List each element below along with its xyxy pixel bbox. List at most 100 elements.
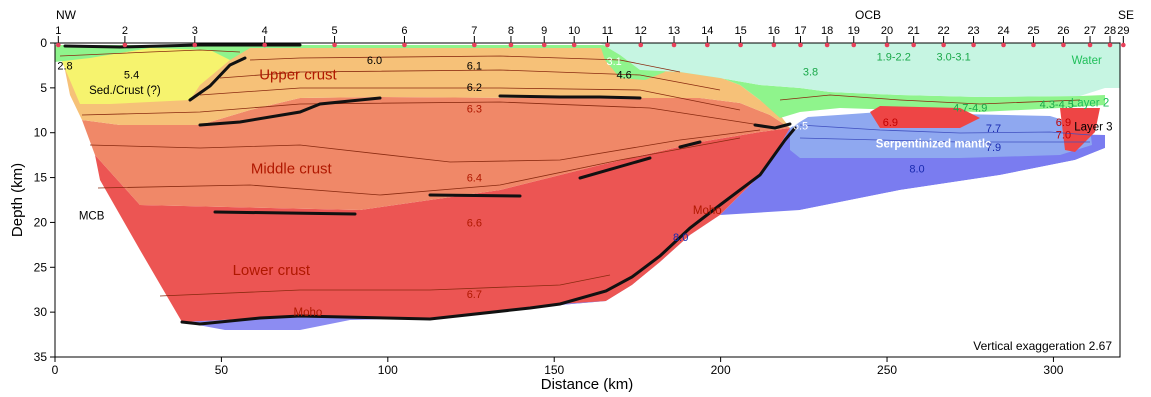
station-label: 20 <box>881 25 893 37</box>
y-tick-label: 5 <box>40 81 47 95</box>
station-label: 12 <box>635 25 647 37</box>
station-marker <box>1121 42 1126 48</box>
velocity-label: 6.0 <box>367 55 382 67</box>
station-marker <box>1087 42 1093 48</box>
velocity-label: 6.9 <box>1056 117 1071 129</box>
reflector-6.3b <box>498 94 642 100</box>
velocity-label: 6.7 <box>467 289 482 301</box>
middle-crust-region <box>82 97 790 210</box>
y-axis-label: Depth (km) <box>9 163 26 237</box>
station-label: 10 <box>568 25 580 37</box>
station-label: 23 <box>967 25 979 37</box>
station-marker <box>705 42 710 48</box>
reflector-mid2 <box>578 156 652 180</box>
layer3-red-lens <box>870 106 980 128</box>
station-label: 17 <box>794 25 806 37</box>
station-label: 8 <box>508 25 514 37</box>
station-marker <box>971 42 976 48</box>
velocity-label: 3.0-3.1 <box>936 51 970 63</box>
x-axis-label: Distance (km) <box>541 376 634 393</box>
velocity-label: 6.6 <box>467 217 482 229</box>
x-tick-label: 0 <box>52 363 59 377</box>
station-label: 19 <box>848 25 860 37</box>
velocity-label: 4.7-4.9 <box>953 103 987 115</box>
station-marker <box>824 42 830 48</box>
contour-6.1 <box>219 69 721 91</box>
station-marker <box>605 42 610 48</box>
contour-serp-2 <box>799 137 1090 143</box>
station-marker <box>1107 42 1113 48</box>
station-marker <box>122 42 128 48</box>
y-tick-label: 30 <box>34 305 48 319</box>
station-marker <box>56 42 61 48</box>
y-tick-label: 0 <box>40 36 47 50</box>
station-label: 28 <box>1104 25 1116 37</box>
region-label: Upper crust <box>259 66 337 83</box>
station-marker <box>472 42 477 48</box>
station-marker <box>771 42 777 48</box>
station-label: 2 <box>122 25 128 37</box>
model-regions <box>55 43 1120 357</box>
x-tick-label: 150 <box>544 363 564 377</box>
velocity-label: 3.8 <box>803 67 818 79</box>
velocity-label: 6.1 <box>467 60 482 72</box>
outside-model-region <box>600 148 1120 357</box>
water-region <box>600 43 1120 97</box>
station-label: 1 <box>55 25 61 37</box>
station-marker <box>851 42 857 48</box>
station-marker <box>671 42 677 48</box>
station-marker <box>1001 42 1006 48</box>
vertical-exaggeration-note: Vertical exaggeration 2.67 <box>973 339 1112 353</box>
mantle-region <box>182 128 1105 328</box>
station-label: 14 <box>701 25 713 37</box>
station-label: 22 <box>937 25 949 37</box>
y-tick-label: 35 <box>34 350 48 364</box>
station-marker <box>571 42 577 48</box>
contour-6.2 <box>199 87 741 111</box>
station-label: 29 <box>1117 25 1129 37</box>
layer3-red-lens-right <box>1060 108 1100 152</box>
station-label: 24 <box>997 25 1009 37</box>
y-tick-label: 15 <box>34 171 48 185</box>
contour-serp-1 <box>799 124 1091 136</box>
region-label: Water <box>1072 55 1102 67</box>
station-marker <box>192 42 198 48</box>
plot-frame <box>54 42 1121 358</box>
region-label: Lower crust <box>233 262 311 279</box>
velocity-label: 2.8 <box>57 60 72 72</box>
contour-6.3 <box>81 101 761 126</box>
x-tick-label: 250 <box>877 363 897 377</box>
station-label: 18 <box>821 25 833 37</box>
contour-6.7 <box>159 274 611 297</box>
station-marker <box>941 42 946 48</box>
velocity-label: 1.9-2.2 <box>877 51 911 63</box>
region-label: Moho <box>693 205 722 217</box>
x-tick-label: 100 <box>378 363 398 377</box>
region-label: Layer 2 <box>1071 97 1109 109</box>
station-marker <box>402 42 407 48</box>
velocity-label: 7.0 <box>1056 130 1071 142</box>
x-tick-label: 200 <box>711 363 731 377</box>
contour-6.6 <box>97 137 741 196</box>
reflector-mid3 <box>678 140 702 149</box>
velocity-label: 7.7 <box>986 123 1001 135</box>
station-marker <box>332 42 337 48</box>
velocity-label: 4.6 <box>616 69 631 81</box>
contour-6.4 <box>89 129 761 163</box>
velocity-label: 5.4 <box>124 69 139 81</box>
region-label: MCB <box>79 210 105 222</box>
region-label: Serpentinized mantle <box>876 139 992 151</box>
x-tick-label: 300 <box>1043 363 1063 377</box>
station-marker <box>262 42 267 48</box>
y-tick-label: 20 <box>34 215 48 229</box>
station-marker <box>798 42 803 48</box>
upper-crust-region <box>60 45 790 128</box>
station-label: 16 <box>768 25 780 37</box>
velocity-label: 6.9 <box>883 117 898 129</box>
station-marker <box>1031 42 1036 48</box>
station-marker <box>541 42 547 48</box>
label-se: SE <box>1118 8 1134 22</box>
mantle-lower-edge <box>182 301 606 330</box>
